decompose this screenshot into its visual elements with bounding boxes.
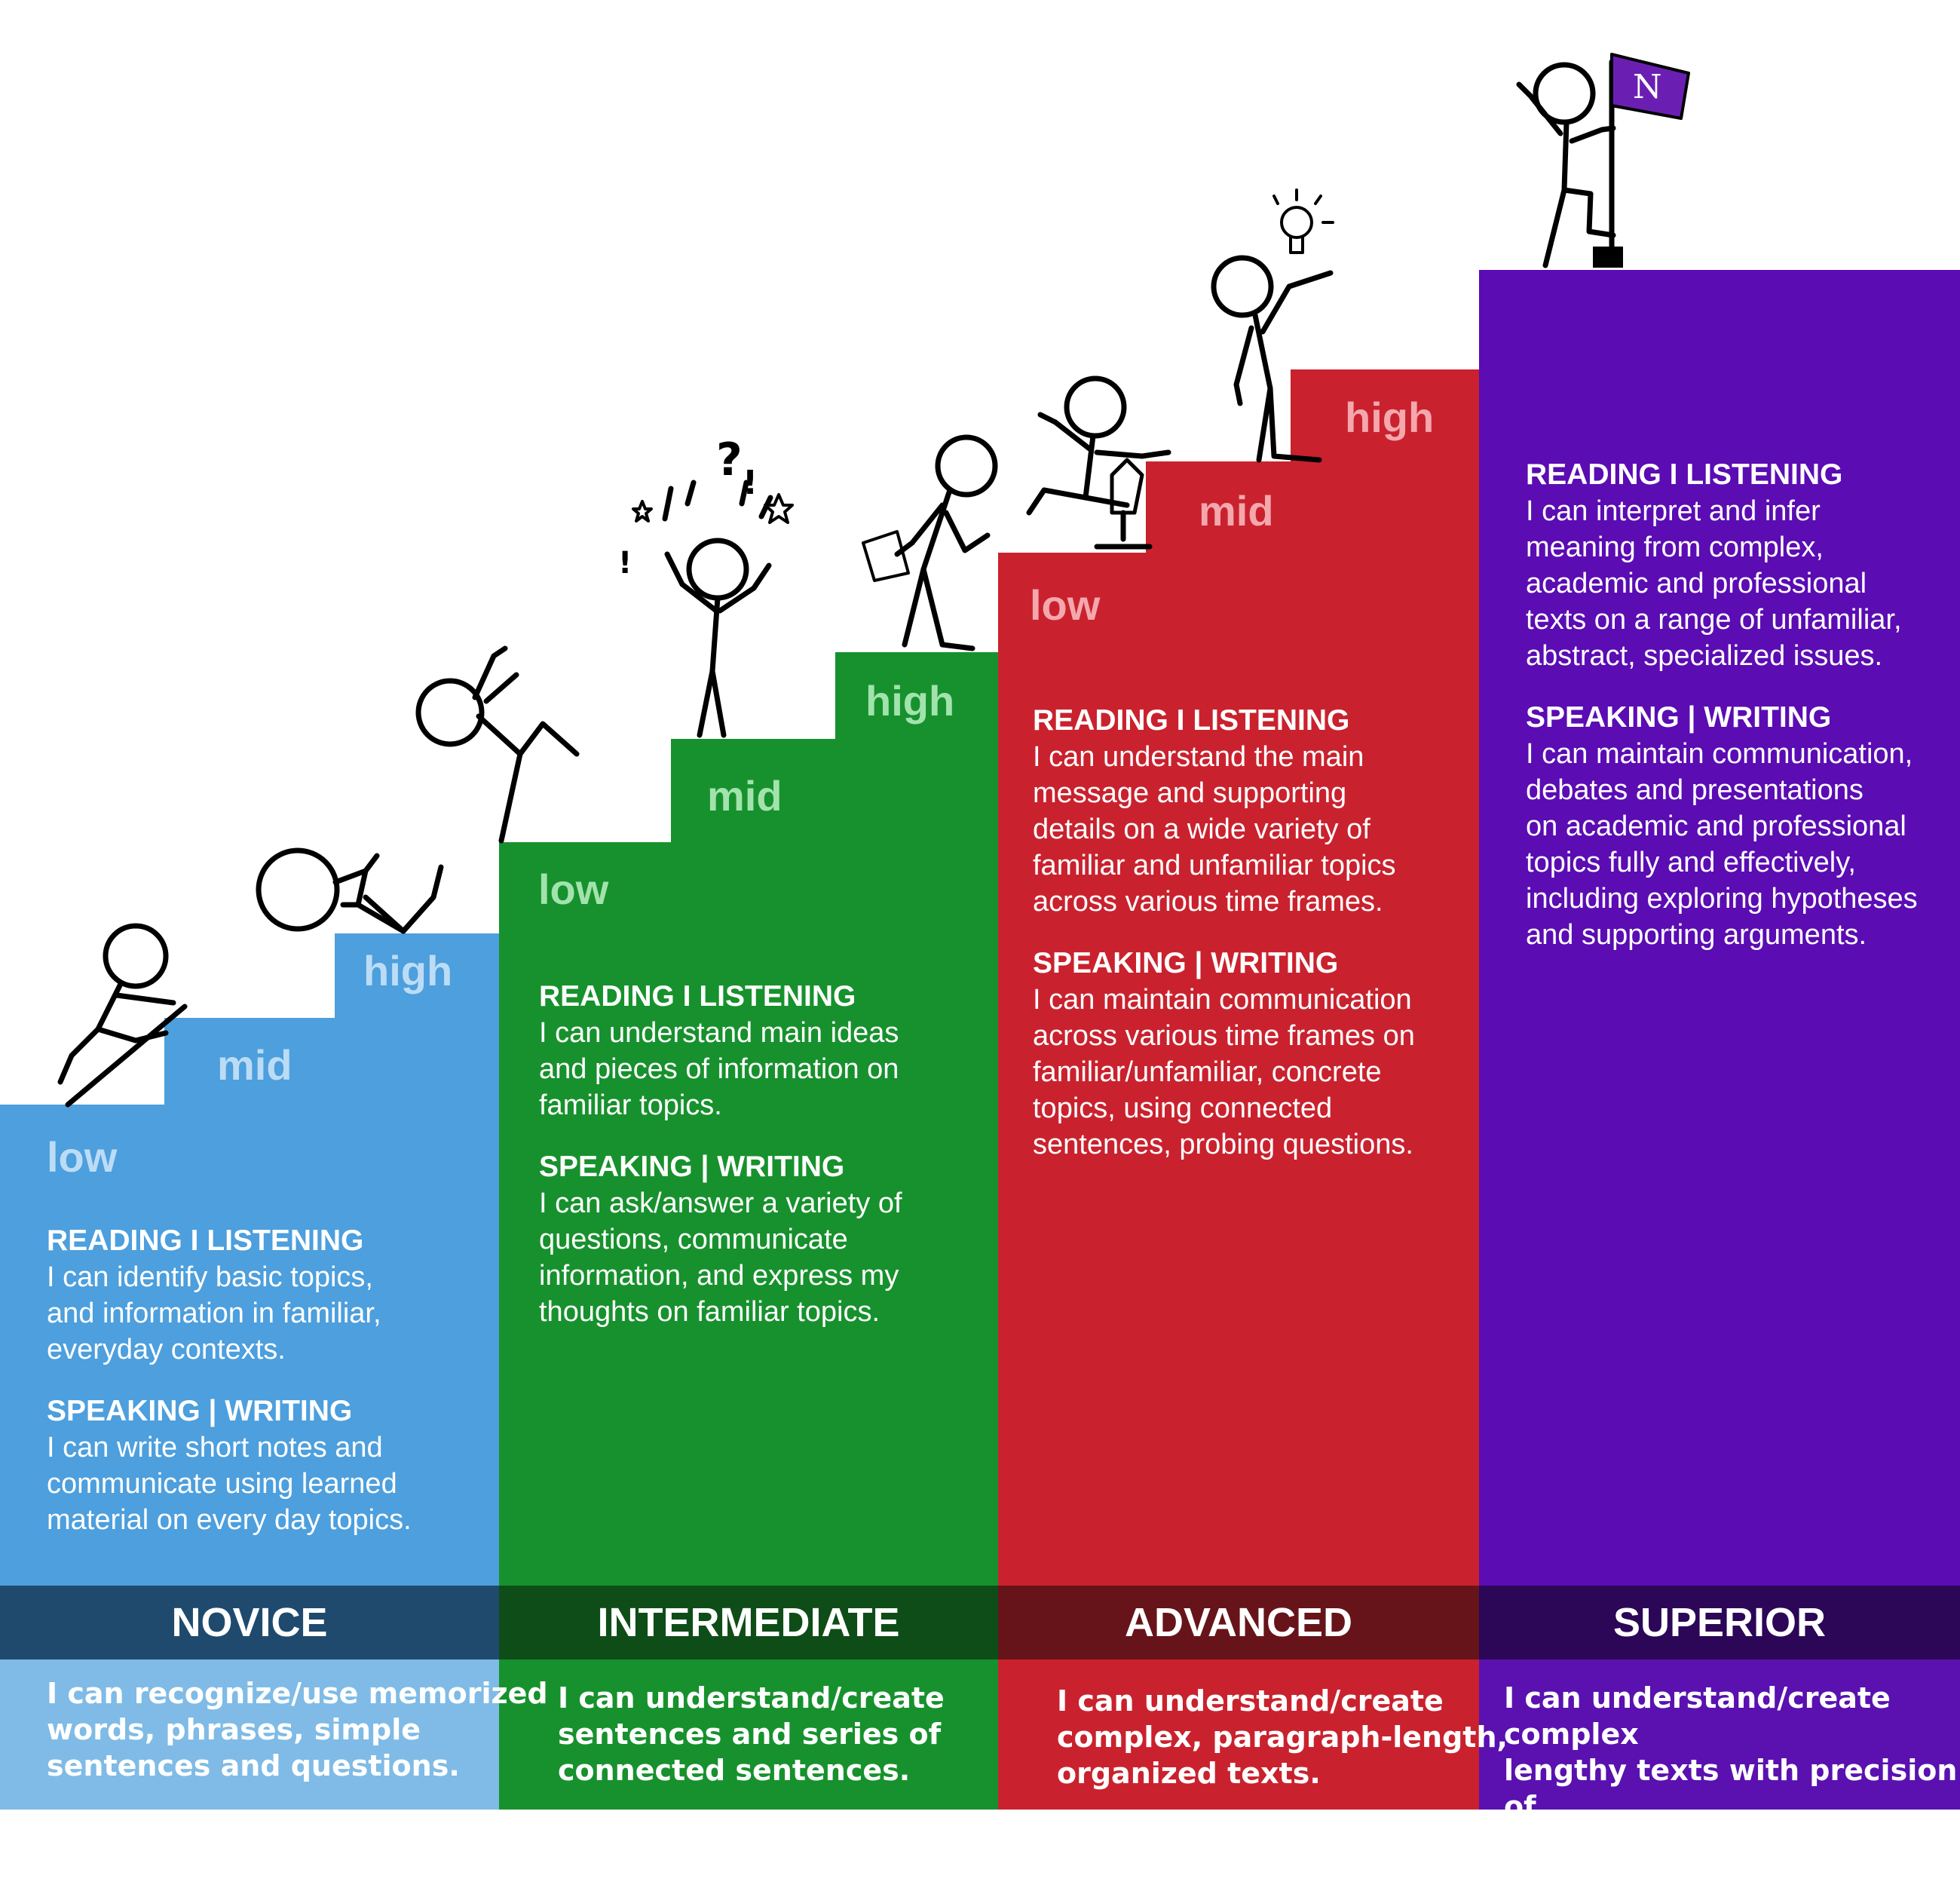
superior-reading-text: I can interpret and infer meaning from c… <box>1526 495 1902 672</box>
intermediate-reading-heading: READING I LISTENING <box>539 980 856 1013</box>
svg-text:!: ! <box>743 464 758 502</box>
stick-figure-confused: ? ! ! <box>618 434 794 738</box>
superior-band: SUPERIOR <box>1479 1586 1960 1659</box>
novice-low-step <box>0 1105 499 1586</box>
novice-low-label: low <box>47 1133 118 1181</box>
intermediate-band: INTERMEDIATE <box>499 1586 998 1659</box>
flag-icon <box>1610 53 1690 120</box>
stick-figure-summit: N <box>1516 53 1690 268</box>
advanced-high-step <box>1291 369 1479 465</box>
intermediate-low-step <box>499 842 998 1586</box>
novice-mid-step <box>164 1018 499 1108</box>
stick-figure-seated <box>1026 375 1171 550</box>
advanced-description: READING I LISTENING I can understand the… <box>1033 703 1474 1163</box>
advanced-summary-bg <box>998 1659 1479 1810</box>
novice-reading-heading: READING I LISTENING <box>47 1224 364 1257</box>
intermediate-mid-step <box>671 739 998 846</box>
intermediate-speaking-text: I can ask/answer a variety of questions,… <box>539 1188 902 1328</box>
intermediate-description: READING I LISTENING I can understand mai… <box>539 979 991 1330</box>
lightbulb-icon <box>1272 188 1334 254</box>
stick-figure-fallen <box>256 847 444 934</box>
novice-summary-bg <box>0 1659 499 1810</box>
novice-band: NOVICE <box>0 1586 499 1659</box>
novice-summary: I can recognize/use memorized words, phr… <box>47 1677 548 1782</box>
intermediate-reading-text: I can understand main ideas and pieces o… <box>539 1017 899 1121</box>
advanced-mid-label: mid <box>1199 487 1274 535</box>
advanced-high-label: high <box>1345 394 1435 441</box>
intermediate-summary: I can understand/create sentences and se… <box>558 1681 945 1787</box>
intermediate-speaking-heading: SPEAKING | WRITING <box>539 1151 845 1183</box>
intermediate-high-label: high <box>865 677 955 725</box>
novice-mid-label: mid <box>217 1041 292 1089</box>
advanced-low-label: low <box>1030 581 1101 629</box>
advanced-mid-step <box>1146 461 1479 556</box>
intermediate-low-label: low <box>538 866 609 913</box>
advanced-band: ADVANCED <box>998 1586 1479 1659</box>
superior-summary: I can understand/create complex lengthy … <box>1504 1681 1958 1895</box>
flag-letter: N <box>1633 68 1662 106</box>
novice-description: READING I LISTENING I can identify basic… <box>47 1223 492 1538</box>
novice-reading-text: I can identify basic topics, and informa… <box>47 1261 381 1365</box>
stick-figure-climbing <box>57 923 188 1108</box>
superior-speaking-heading: SPEAKING | WRITING <box>1526 701 1832 734</box>
advanced-reading-heading: READING I LISTENING <box>1033 704 1350 737</box>
advanced-summary: I can understand/create complex, paragra… <box>1057 1684 1508 1790</box>
stick-figure-tumbling <box>415 645 580 844</box>
superior-speaking-text: I can maintain communication, debates an… <box>1526 738 1918 951</box>
novice-speaking-heading: SPEAKING | WRITING <box>47 1395 353 1427</box>
superior-step <box>1479 270 1960 1586</box>
novice-high-step <box>335 933 499 1024</box>
stick-figure-idea <box>1211 188 1334 463</box>
advanced-speaking-text: I can maintain communication across vari… <box>1033 984 1415 1160</box>
superior-description: READING I LISTENING I can interpret and … <box>1526 457 1955 953</box>
advanced-speaking-heading: SPEAKING | WRITING <box>1033 947 1339 979</box>
superior-reading-heading: READING I LISTENING <box>1526 458 1843 491</box>
novice-high-label: high <box>363 947 453 994</box>
stick-figure-walking <box>862 434 998 651</box>
advanced-low-step <box>998 553 1479 1586</box>
svg-text:!: ! <box>618 546 632 581</box>
intermediate-summary-bg <box>499 1659 998 1810</box>
superior-summary-bg <box>1479 1659 1960 1810</box>
intermediate-mid-label: mid <box>707 772 782 820</box>
intermediate-high-step <box>835 652 998 743</box>
novice-speaking-text: I can write short notes and communicate … <box>47 1432 412 1536</box>
question-mark-icon: ? <box>716 434 743 486</box>
advanced-reading-text: I can understand the main message and su… <box>1033 741 1396 918</box>
